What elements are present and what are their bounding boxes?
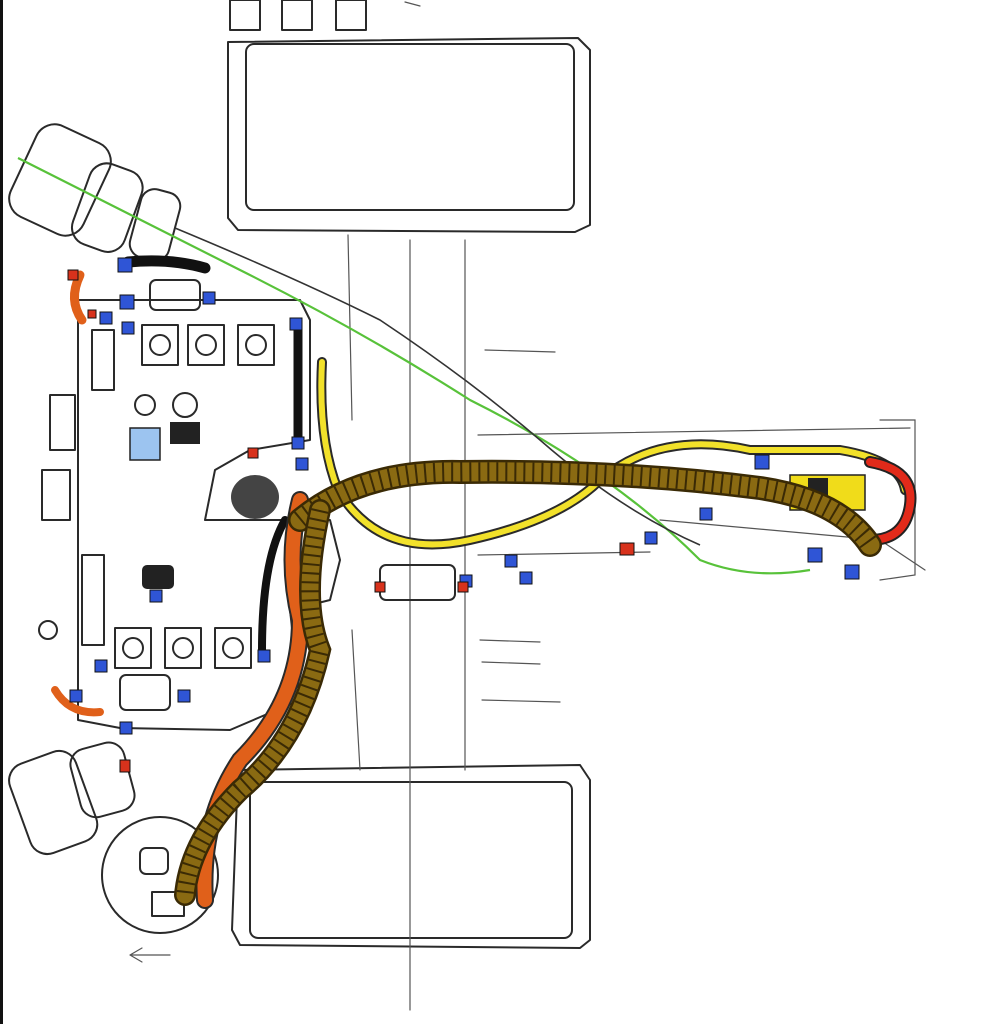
thin-cable [174, 227, 701, 546]
lower-frame-panel [231, 764, 591, 949]
upper-left-pads [8, 123, 182, 262]
light-blue-component [129, 427, 161, 461]
valve-blocks-upper [141, 279, 275, 366]
lower-left-pads [8, 741, 219, 963]
valve-blocks-lower [114, 627, 252, 711]
scan-edge [0, 0, 3, 1024]
yellow-cable [316, 357, 910, 550]
top-brackets [229, 0, 421, 31]
engine-block [38, 299, 341, 731]
green-wire [17, 157, 811, 575]
braided-hoses [174, 459, 882, 906]
blue-fittings [69, 257, 860, 735]
upper-frame-panel [227, 37, 591, 233]
red-hose [866, 458, 915, 544]
black-cables [122, 255, 303, 654]
frame-rails [347, 234, 561, 1011]
red-fittings [67, 269, 635, 773]
